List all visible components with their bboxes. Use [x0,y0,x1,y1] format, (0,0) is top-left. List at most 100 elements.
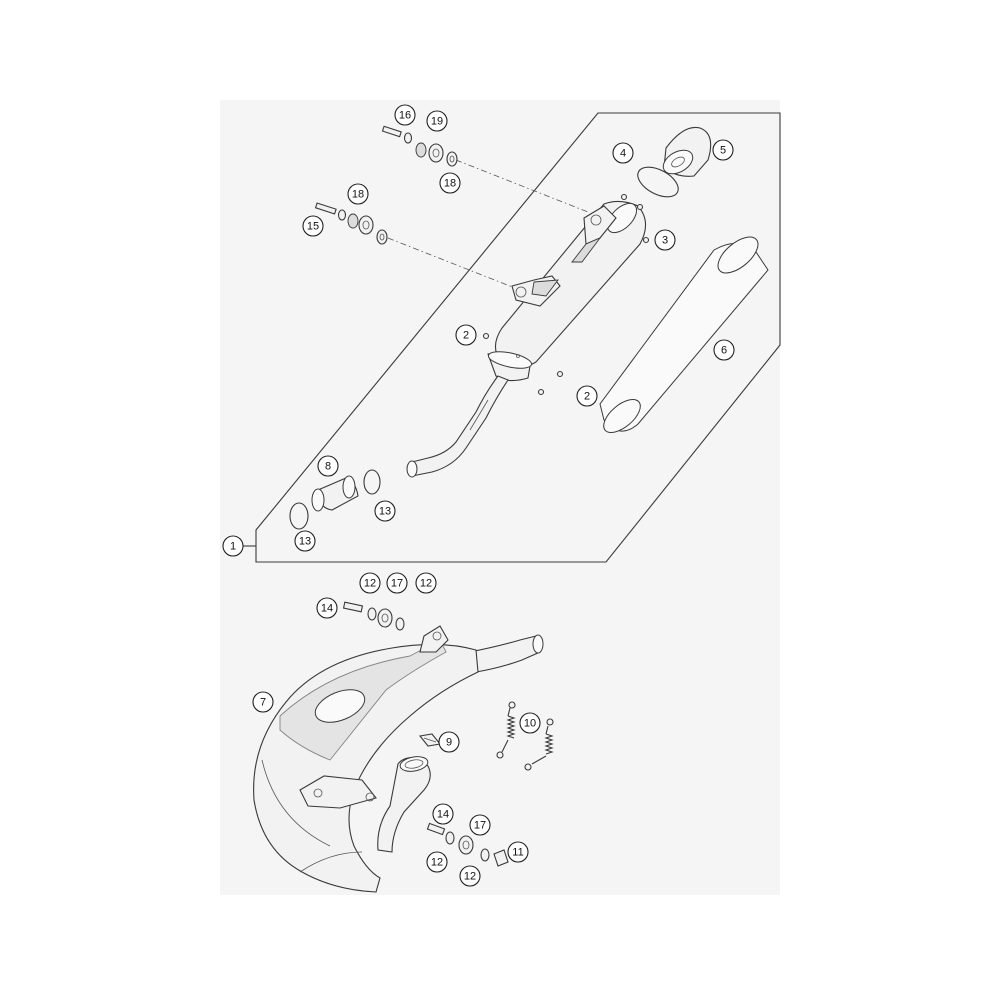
callout-circle [426,851,448,873]
silencer-body [406,200,647,478]
bushing-17-bottom-hole [462,840,470,850]
callout-2: 2 [455,324,477,346]
callout-circle [302,215,324,237]
callout-circle [507,841,529,863]
callout-circle [713,339,735,361]
callout-label: 2 [584,391,590,403]
callout-circle [438,731,460,753]
callout-label: 10 [524,718,536,730]
bushing-19-hole [432,148,440,158]
callout-16: 16 [394,104,416,126]
callout-12: 12 [415,572,437,594]
callout-circle [654,229,676,251]
callout-10: 10 [519,712,541,734]
bolt-14-top [342,601,364,613]
callout-circle [347,183,369,205]
washer-18-upper-hole [449,155,455,163]
callout-label: 8 [325,461,331,473]
callout-3: 3 [654,229,676,251]
end-cap-5 [662,126,712,177]
upper-bolt-set [381,125,458,167]
springs-10 [496,701,554,771]
callout-label: 14 [437,809,449,821]
callout-label: 12 [420,578,432,590]
callout-circle [576,385,598,407]
callout-circle [712,139,734,161]
washer-18-upper [446,151,458,167]
rivet-set [482,193,650,396]
callout-13: 13 [294,530,316,552]
rivet-3a [620,193,628,201]
callout-circle [374,500,396,522]
callout-5: 5 [712,139,734,161]
bolt-16 [381,125,402,138]
callout-17: 17 [386,572,408,594]
callout-label: 6 [721,345,727,357]
bolt-15 [314,202,337,215]
callout-4: 4 [612,142,634,164]
callout-15: 15 [302,215,324,237]
o-ring-4 [637,166,679,198]
callout-label: 13 [299,536,311,548]
bolt-14-bottom [426,822,446,836]
callout-8: 8 [317,455,339,477]
callout-label: 17 [474,820,486,832]
clip-11 [493,849,509,867]
callout-label: 9 [446,737,452,749]
callout-circle [317,455,339,477]
washer-12-bottom-right [480,848,490,862]
rivet-2a [482,332,490,340]
bushing-18-outer [347,213,359,229]
rivet-2c [556,370,564,378]
rivet-3b [636,203,644,211]
callout-label: 13 [379,506,391,518]
bushing-18 [358,215,374,235]
callout-label: 18 [352,189,364,201]
callout-label: 11 [512,847,523,859]
callout-2: 2 [576,385,598,407]
bushing-18-hole [362,220,370,230]
bushing-17-top-hole [381,613,389,623]
callout-circle [316,597,338,619]
callout-label: 3 [662,235,668,247]
bottom-bolt-set [426,822,509,867]
callout-circle [252,691,274,713]
callout-label: 17 [391,578,403,590]
assembly-line-upper [455,159,589,213]
callout-label: 7 [260,697,266,709]
callout-7: 7 [252,691,274,713]
washer-15 [337,209,347,221]
callout-circle [519,712,541,734]
callout-label: 18 [444,178,456,190]
rivet-2b [537,388,545,396]
callout-9: 9 [438,731,460,753]
callout-label: 12 [464,871,476,883]
callout-18: 18 [439,172,461,194]
callout-circle [426,110,448,132]
expansion-chamber-7 [253,625,544,893]
callout-label: 12 [431,857,443,869]
callout-label: 15 [307,221,319,233]
callout-12: 12 [459,865,481,887]
washer-18-lower [376,229,388,245]
callout-13: 13 [374,500,396,522]
callout-circle [469,814,491,836]
o-ring-13-right [363,469,381,495]
washer-12-top-right [395,617,405,631]
callout-1: 1 [222,535,244,557]
assembly-1-outline [255,112,781,563]
callout-19: 19 [426,110,448,132]
bushing-17-bottom [458,835,474,855]
callout-label: 16 [399,110,411,122]
callout-11: 11 [507,841,529,863]
coupling-8 [289,469,381,530]
callout-circle [415,572,437,594]
washer-12-bottom-left [445,831,455,845]
assembly-line-lower [387,237,521,291]
callout-label: 4 [620,148,626,160]
callout-label: 12 [364,578,376,590]
o-ring-13-left [289,502,309,530]
silencer-sleeve-6 [599,236,769,433]
callout-circle [439,172,461,194]
